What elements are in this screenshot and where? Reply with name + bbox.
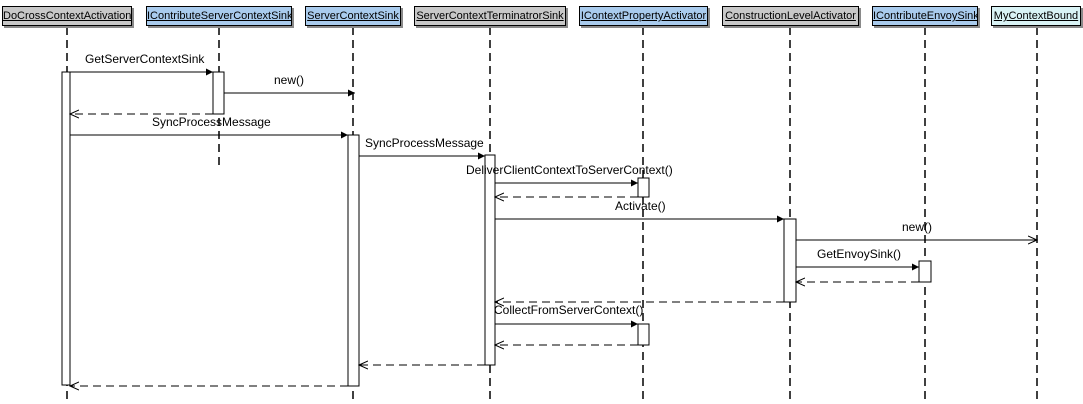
message-label: CollectFromServerContext() <box>494 303 644 317</box>
participant-name: ServerContextTerminatrorSink <box>416 10 564 22</box>
participant-p4: IContextPropertyActivator <box>579 6 708 26</box>
message-label: SyncProcessMessage <box>152 115 271 129</box>
activation-bar <box>61 71 71 386</box>
message-label: new() <box>274 73 305 87</box>
activation-bar <box>212 71 225 115</box>
participant-p6: IContributeEnvoySink <box>872 6 978 26</box>
participant-p7: MyContextBound <box>991 6 1081 26</box>
activation-bar <box>637 177 650 198</box>
activation-bar <box>918 260 932 283</box>
participant-p5: ConstructionLevelActivator <box>722 6 859 26</box>
participant-name: ConstructionLevelActivator <box>725 10 856 22</box>
participant-name: MyContextBound <box>993 10 1079 22</box>
participant-name: IContributeEnvoySink <box>873 10 977 22</box>
participant-name: IContributeServerContextSink <box>147 10 291 22</box>
participant-name: ServerContextSink <box>307 10 399 22</box>
activation-bar <box>783 218 797 303</box>
participant-p1: IContributeServerContextSink <box>146 6 292 26</box>
participant-p3: ServerContextTerminatrorSink <box>414 6 566 26</box>
message-label: Activate() <box>615 199 666 213</box>
activation-bar <box>347 134 360 387</box>
message-label: new() <box>902 220 933 234</box>
message-label: GetEnvoySink() <box>817 247 902 261</box>
activation-bar <box>484 154 496 366</box>
participant-p2: ServerContextSink <box>305 6 401 26</box>
activation-bar <box>637 323 650 346</box>
participant-name: IContextPropertyActivator <box>580 10 707 22</box>
message-label: GetServerContextSink <box>85 52 205 66</box>
participant-p0: DoCrossContextActivation <box>2 6 132 26</box>
message-label: DeliverClientContextToServerContext() <box>466 163 673 177</box>
message-label: SyncProcessMessage <box>365 136 484 150</box>
participant-name: DoCrossContextActivation <box>3 10 131 22</box>
